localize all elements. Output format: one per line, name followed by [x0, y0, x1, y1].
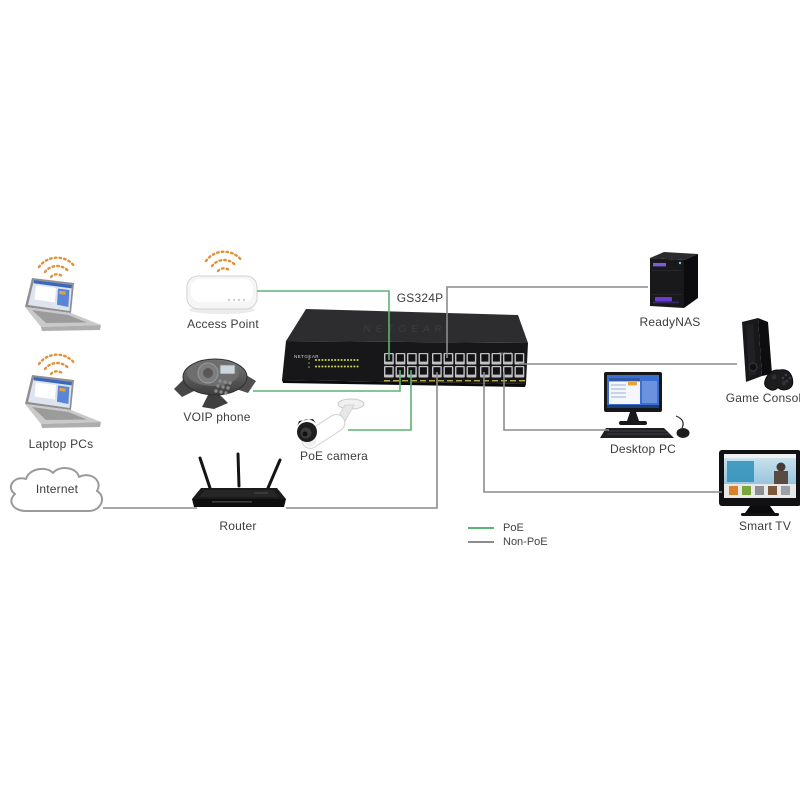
legend-non-poe-label: Non-PoE	[503, 536, 548, 548]
smart-tv-label: Smart TV	[738, 519, 792, 533]
voip-phone-label: VOIP phone	[183, 410, 251, 424]
legend-poe-row: PoE	[468, 521, 548, 535]
wifi-waves-icon	[204, 250, 244, 273]
game-console-label: Game Console	[725, 391, 800, 405]
voip-phone-icon	[174, 358, 256, 409]
laptops-label: Laptop PCs	[28, 437, 94, 451]
readynas-icon	[650, 252, 698, 308]
poe-camera-label: PoE camera	[299, 449, 369, 463]
non-poe-line-swatch	[468, 541, 494, 543]
poe-line-swatch	[468, 527, 494, 529]
access-point-label: Access Point	[187, 317, 259, 331]
access-point-icon	[186, 275, 258, 314]
wifi-waves-icon	[37, 256, 77, 279]
wifi-waves-icon	[37, 353, 77, 376]
switch-top-brand: NETGEAR	[363, 324, 447, 335]
switch-front-brand: NETGEAR	[294, 354, 319, 359]
poe-camera-icon	[297, 398, 365, 449]
legend-non-poe-row: Non-PoE	[468, 535, 548, 549]
smart-tv-icon	[719, 450, 800, 516]
desktop-pc-icon	[600, 372, 690, 438]
router-label: Router	[219, 519, 257, 533]
internet-cloud-icon	[9, 467, 104, 512]
switch-model-label: GS324P	[396, 291, 444, 305]
game-console-icon	[742, 318, 794, 391]
laptop-icon	[25, 375, 101, 428]
readynas-label: ReadyNAS	[639, 315, 701, 329]
laptop-icon	[25, 278, 101, 331]
switch-icon: NETGEAR NETGEAR GS324P	[282, 309, 528, 387]
legend: PoE Non-PoE	[468, 521, 548, 549]
desktop-pc-label: Desktop PC	[609, 442, 677, 456]
internet-label: Internet	[35, 482, 79, 496]
router-icon	[192, 452, 286, 507]
legend-poe-label: PoE	[503, 522, 524, 534]
